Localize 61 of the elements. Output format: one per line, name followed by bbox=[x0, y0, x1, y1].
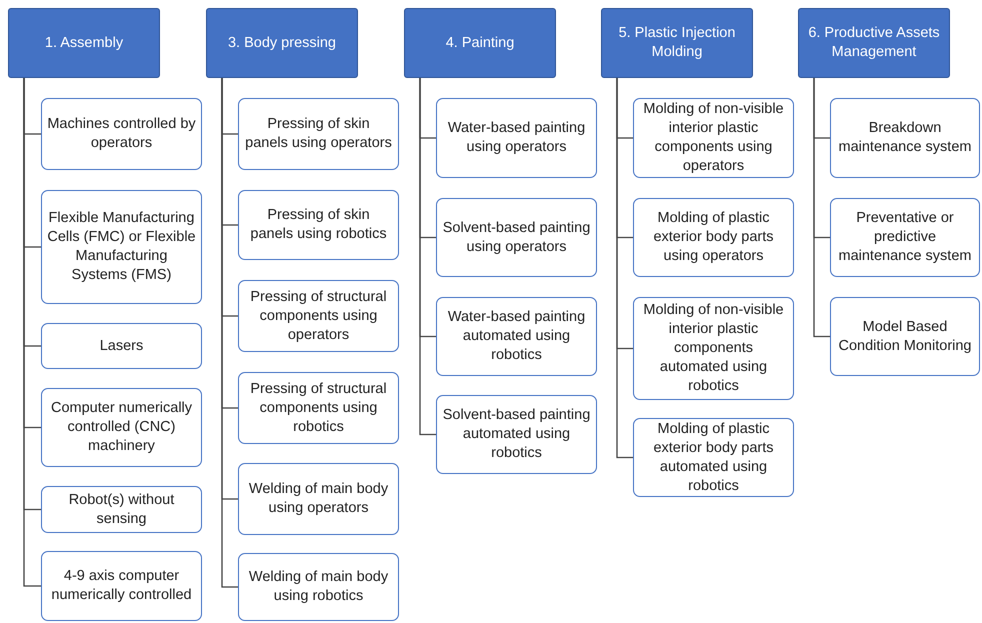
item-text: Robot(s) without sensing bbox=[68, 490, 176, 528]
item-box bbox=[41, 190, 202, 304]
item-text: Water-based painting using operators bbox=[446, 119, 586, 157]
item-box bbox=[633, 418, 794, 497]
item-text: Model Based Condition Monitoring bbox=[838, 318, 972, 356]
item-box bbox=[436, 395, 597, 474]
category-title: 4. Painting bbox=[446, 34, 514, 52]
item-box bbox=[436, 98, 597, 178]
item-box bbox=[830, 98, 980, 178]
item-text: Breakdown maintenance system bbox=[838, 119, 972, 157]
item-box bbox=[238, 190, 399, 260]
item-box bbox=[633, 198, 794, 277]
item-text: Molding of non-visible interior plastic components using operators bbox=[642, 100, 785, 176]
item-text: Solvent-based painting automated using robotics bbox=[442, 406, 591, 463]
item-box bbox=[41, 98, 202, 170]
item-text: Computer numerically controlled (CNC) machinery bbox=[50, 399, 194, 456]
category-header-box bbox=[601, 8, 753, 78]
item-box bbox=[436, 198, 597, 277]
item-box bbox=[41, 486, 202, 533]
category-title: 3. Body pressing bbox=[228, 34, 336, 52]
connector-line bbox=[813, 78, 830, 338]
item-text: 4-9 axis computer numerically controlled bbox=[50, 567, 193, 605]
item-box bbox=[238, 553, 399, 621]
category-title: 5. Plastic Injection Molding bbox=[618, 24, 736, 62]
category-title: 1. Assembly bbox=[44, 34, 124, 52]
connector-line bbox=[23, 78, 41, 587]
item-box bbox=[633, 98, 794, 178]
item-text: Pressing of structural components using robotics bbox=[249, 380, 388, 436]
category-header-box bbox=[206, 8, 358, 78]
item-box bbox=[830, 297, 980, 376]
item-box bbox=[633, 297, 794, 400]
item-text: Welding of main body using robotics bbox=[248, 568, 390, 606]
item-text: Pressing of structural components using operators bbox=[249, 288, 388, 344]
item-text: Solvent-based painting using operators bbox=[442, 218, 591, 256]
connector-line bbox=[419, 78, 436, 436]
category-header-box bbox=[798, 8, 950, 78]
item-box bbox=[238, 372, 399, 444]
connector-line bbox=[221, 78, 238, 588]
item-text: Pressing of skin panels using operators bbox=[244, 115, 393, 153]
item-box bbox=[41, 388, 202, 467]
item-text: Pressing of skin panels using robotics bbox=[249, 206, 388, 244]
item-box bbox=[830, 198, 980, 277]
category-header-box bbox=[404, 8, 556, 78]
item-box bbox=[436, 297, 597, 376]
item-text: Molding of non-visible interior plastic components automated using robotics bbox=[642, 301, 785, 396]
item-text: Welding of main body using operators bbox=[248, 480, 390, 518]
category-title: 6. Productive Assets Management bbox=[807, 24, 941, 62]
item-text: Preventative or predictive maintenance system bbox=[838, 209, 972, 266]
item-box bbox=[41, 323, 202, 369]
item-box bbox=[238, 98, 399, 170]
item-box bbox=[41, 551, 202, 621]
item-box bbox=[238, 463, 399, 535]
item-text: Water-based painting automated using robotics bbox=[446, 308, 586, 365]
connector-line bbox=[616, 78, 633, 458]
item-text: Machines controlled by operators bbox=[47, 115, 196, 153]
item-text: Molding of plastic exterior body parts automated using robotics bbox=[652, 420, 775, 496]
item-box bbox=[238, 280, 399, 352]
item-text: Lasers bbox=[100, 336, 144, 356]
item-text: Molding of plastic exterior body parts using operators bbox=[652, 209, 775, 266]
category-header-box bbox=[8, 8, 160, 78]
item-text: Flexible Manufacturing Cells (FMC) or Flexible Manufacturing Systems (FMS) bbox=[47, 209, 196, 285]
